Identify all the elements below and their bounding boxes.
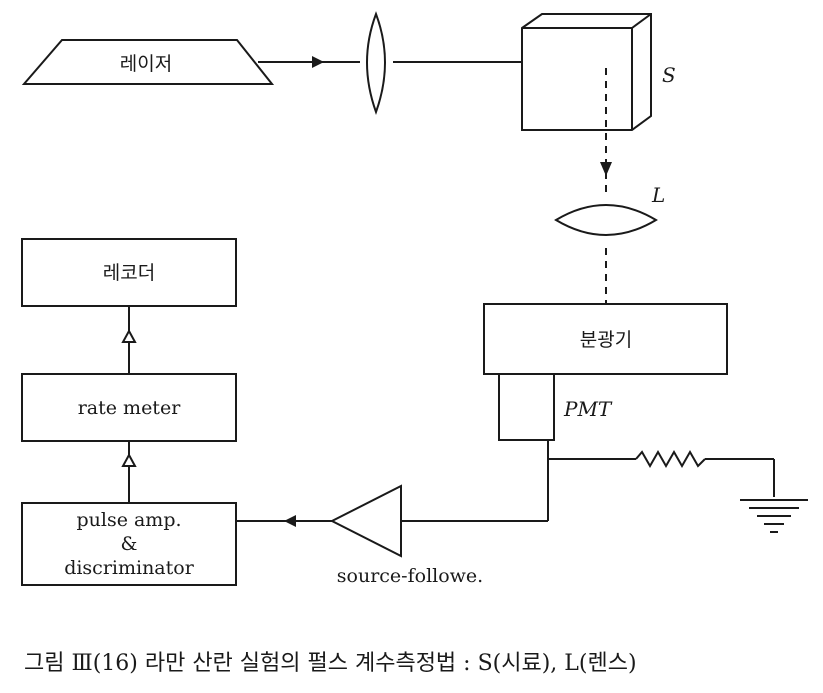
pulse-amp-line2: & — [121, 533, 138, 555]
spectrometer-box — [483, 303, 728, 375]
figure-caption: 그림 Ⅲ(16) 라만 산란 실험의 펄스 계수측정법 : S(시료), L(렌… — [24, 651, 637, 676]
signal-arrow — [284, 515, 296, 527]
pulse-amp-line1: pulse amp. — [76, 509, 181, 531]
sample-label: S — [662, 63, 676, 87]
ground-symbol — [740, 499, 808, 533]
pmt-box — [498, 373, 555, 441]
resistor — [635, 449, 706, 469]
arrow-amp-rate — [121, 452, 137, 467]
lens-label: L — [651, 183, 665, 207]
laser-label: 레이저 — [120, 53, 172, 75]
recorder-label: 레코더 — [103, 262, 155, 284]
pulse-amp-box — [21, 502, 237, 586]
scatter-arrow — [600, 162, 612, 176]
sample-cube: S — [521, 13, 676, 131]
beam-arrow — [312, 56, 324, 68]
pmt-label: PMT — [563, 397, 613, 421]
source-follower-label: source-followe. — [337, 565, 483, 587]
spectrometer-label: 분광기 — [580, 329, 632, 351]
pulse-amp-line3: discriminator — [64, 557, 195, 579]
focus-lens — [366, 11, 386, 115]
rate-meter-label: rate meter — [78, 397, 181, 419]
recorder-box — [21, 238, 237, 307]
rate-meter-box — [21, 373, 237, 442]
arrow-rate-recorder — [121, 328, 137, 343]
collect-lens — [554, 204, 658, 236]
laser-block: 레이저 — [21, 39, 275, 85]
source-follower-triangle — [329, 484, 402, 558]
